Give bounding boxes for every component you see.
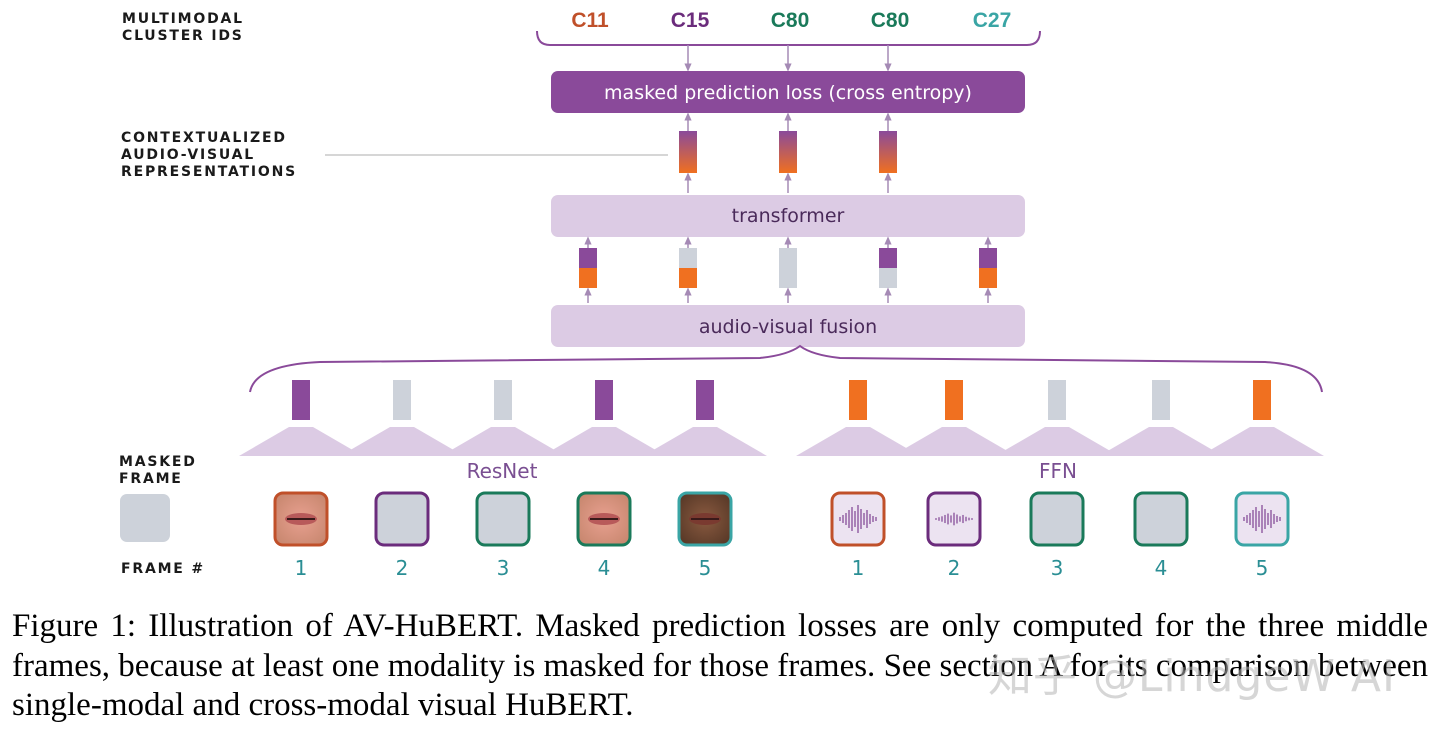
visual-frame-number-1: 1 bbox=[295, 556, 308, 580]
visual-feature-2 bbox=[393, 380, 411, 420]
audio-feature-2 bbox=[945, 380, 963, 420]
visual-frame-number-3: 3 bbox=[497, 556, 510, 580]
visual-frame-2: 2 bbox=[374, 491, 430, 580]
audio-frame-4: 4 bbox=[1133, 491, 1189, 580]
visual-feature-5 bbox=[696, 380, 714, 420]
audio-frame-number-2: 2 bbox=[948, 556, 961, 580]
audio-frame-number-5: 5 bbox=[1256, 556, 1269, 580]
cluster-id-1: C11 bbox=[571, 9, 609, 32]
visual-feature-1 bbox=[292, 380, 310, 420]
rep-bar-2 bbox=[779, 131, 797, 173]
cluster-bracket bbox=[536, 30, 1041, 46]
rep-bar-3 bbox=[879, 131, 897, 173]
audio-frame-1: 1 bbox=[830, 491, 886, 580]
visual-frames: 1 2 3 4 5 bbox=[273, 491, 733, 580]
masked-frame-label: MASKED FRAME bbox=[119, 454, 203, 487]
fusion-box-label: audio-visual fusion bbox=[699, 316, 877, 338]
audio-frames: 1 2 3 4 5 bbox=[830, 491, 1290, 580]
ffn-label: FFN bbox=[1039, 459, 1077, 483]
masked-frame-legend-swatch bbox=[120, 494, 170, 542]
cluster-id-5: C27 bbox=[973, 9, 1012, 32]
cluster-id-4: C80 bbox=[871, 9, 910, 32]
loss-box-label: masked prediction loss (cross entropy) bbox=[604, 82, 972, 104]
audio-frame-3: 3 bbox=[1029, 491, 1085, 580]
visual-frame-3: 3 bbox=[475, 491, 531, 580]
resnet-block-1 bbox=[239, 427, 363, 456]
fused-token-top-2 bbox=[679, 248, 697, 268]
cluster-id-3: C80 bbox=[771, 9, 810, 32]
audio-feature-1 bbox=[849, 380, 867, 420]
visual-frame-number-2: 2 bbox=[396, 556, 409, 580]
ffn-encoder bbox=[796, 427, 1324, 456]
audio-features bbox=[849, 380, 1271, 420]
cluster-ids-label: MULTIMODAL CLUSTER IDS bbox=[122, 11, 251, 44]
visual-feature-3 bbox=[494, 380, 512, 420]
visual-frame-4: 4 bbox=[576, 491, 632, 580]
fused-token-top-1 bbox=[579, 248, 597, 268]
audio-feature-5 bbox=[1253, 380, 1271, 420]
ffn-block-2 bbox=[892, 427, 1016, 456]
audio-feature-4 bbox=[1152, 380, 1170, 420]
transformer-box-label: transformer bbox=[732, 205, 845, 227]
resnet-block-4 bbox=[542, 427, 666, 456]
audio-frame-box-3 bbox=[1029, 491, 1085, 547]
fused-token-bottom-5 bbox=[979, 268, 997, 288]
visual-frame-box-2 bbox=[374, 491, 430, 547]
visual-frame-1: 1 bbox=[273, 491, 329, 580]
bracket-arrows bbox=[684, 45, 892, 72]
resnet-label: ResNet bbox=[467, 459, 538, 483]
audio-feature-3 bbox=[1048, 380, 1066, 420]
frame-number-label: FRAME # bbox=[121, 561, 205, 577]
resnet-block-2 bbox=[340, 427, 464, 456]
ffn-block-3 bbox=[995, 427, 1119, 456]
loss-box bbox=[551, 71, 1025, 113]
visual-frame-5: 5 bbox=[677, 491, 733, 580]
av-hubert-diagram: MULTIMODAL CLUSTER IDS CONTEXTUALIZED AU… bbox=[119, 9, 1324, 580]
transformer-box bbox=[551, 195, 1025, 237]
ffn-block-1 bbox=[796, 427, 920, 456]
ffn-block-5 bbox=[1200, 427, 1324, 456]
fused-token-top-3 bbox=[779, 248, 797, 268]
fused-token-bottom-3 bbox=[779, 268, 797, 288]
fused-token-bottom-4 bbox=[879, 268, 897, 288]
cluster-id-2: C15 bbox=[671, 9, 710, 32]
fusion-box bbox=[551, 305, 1025, 347]
audio-frame-number-4: 4 bbox=[1155, 556, 1168, 580]
visual-features bbox=[292, 380, 714, 420]
audio-frame-number-3: 3 bbox=[1051, 556, 1064, 580]
visual-frame-number-4: 4 bbox=[598, 556, 611, 580]
contextualized-representations bbox=[679, 112, 897, 193]
visual-frame-number-5: 5 bbox=[699, 556, 712, 580]
audio-frame-box-4 bbox=[1133, 491, 1189, 547]
audio-frame-2: 2 bbox=[926, 491, 982, 580]
fused-token-top-4 bbox=[879, 248, 897, 268]
resnet-encoder bbox=[239, 427, 767, 456]
visual-feature-4 bbox=[595, 380, 613, 420]
cluster-ids: C11 C15 C80 C80 C27 bbox=[571, 9, 1011, 32]
watermark: 知乎 @LindgeW AI bbox=[987, 651, 1396, 702]
resnet-block-5 bbox=[643, 427, 767, 456]
fused-token-bottom-1 bbox=[579, 268, 597, 288]
fused-tokens bbox=[579, 236, 997, 303]
audio-frame-number-1: 1 bbox=[852, 556, 865, 580]
fusion-brace bbox=[249, 344, 1323, 393]
contextualized-label: CONTEXTUALIZED AUDIO-VISUAL REPRESENTATI… bbox=[121, 130, 297, 180]
ffn-block-4 bbox=[1099, 427, 1223, 456]
rep-bar-1 bbox=[679, 131, 697, 173]
fused-token-top-5 bbox=[979, 248, 997, 268]
fused-token-bottom-2 bbox=[679, 268, 697, 288]
visual-frame-box-3 bbox=[475, 491, 531, 547]
figure-caption: Figure 1: Illustration of AV-HuBERT. Mas… bbox=[12, 608, 1428, 723]
audio-frame-5: 5 bbox=[1234, 491, 1290, 580]
resnet-block-3 bbox=[441, 427, 565, 456]
